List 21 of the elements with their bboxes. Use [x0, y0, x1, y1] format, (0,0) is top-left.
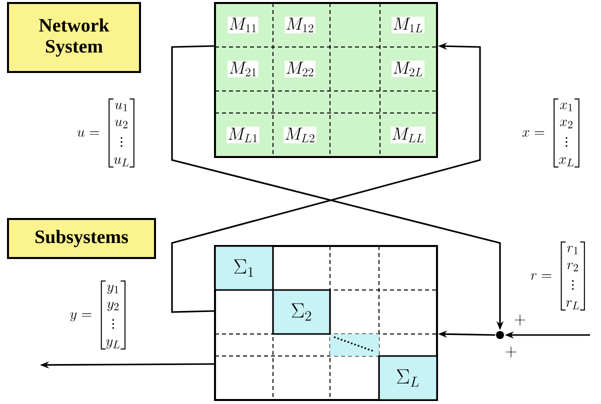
subsystem-box: $\Sigma_L$	[378, 355, 438, 401]
title-box: Network System	[7, 2, 141, 73]
vector-equation: $r = \begin{bmatrix} r_1 \\ r_2 \\ \vdots \\ r_L \end{bmatrix}$	[530, 241, 585, 311]
matrix-entry: $M_{1L}$	[392, 16, 424, 34]
title-box: Subsystems	[7, 218, 156, 259]
matrix-entry: $M_{22}$	[284, 60, 316, 78]
vector-equation: $u = \begin{bmatrix} u_1 \\ u_2 \\ \vdots \\ u_L \end{bmatrix}$	[77, 98, 134, 168]
matrix-entry: $M_{2L}$	[392, 60, 424, 78]
subsystem-box: $\Sigma_1$	[214, 245, 274, 291]
summing-junction	[496, 331, 504, 339]
vector-equation: $x = \begin{bmatrix} x_1 \\ x_2 \\ \vdots \\ x_L \end{bmatrix}$	[522, 98, 580, 168]
plus-sign: $+$	[514, 314, 526, 326]
matrix-entry: $M_{11}$	[228, 16, 258, 34]
subsystem-box: $\Sigma_2$	[272, 289, 331, 335]
matrix-entry: $M_{L1}$	[226, 126, 260, 144]
matrix-entry: $M_{L2}$	[284, 126, 316, 144]
matrix-entry: $M_{LL}$	[390, 126, 426, 144]
matrix-entry: $M_{21}$	[228, 60, 258, 78]
matrix-entry: $M_{12}$	[284, 16, 316, 34]
plus-sign: $+$	[506, 346, 516, 358]
vector-equation: $y = \begin{bmatrix} y_1 \\ y_2 \\ \vdots \\ y_L \end{bmatrix}$	[70, 280, 126, 350]
